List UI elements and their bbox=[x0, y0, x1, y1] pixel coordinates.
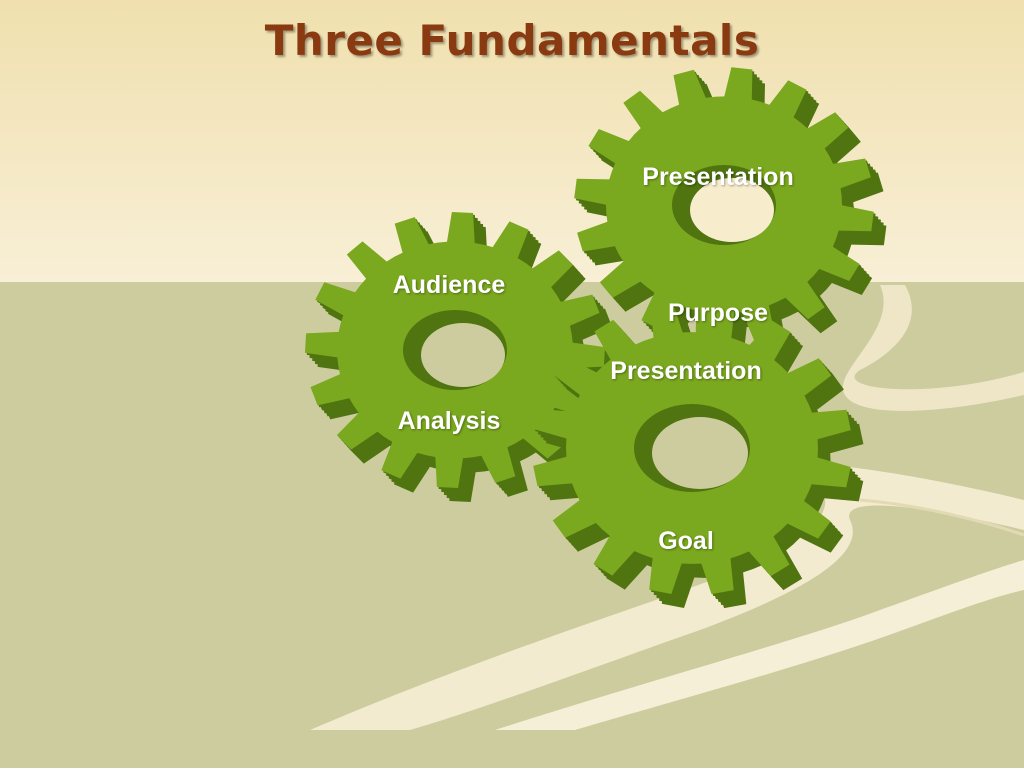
gear-left-top-label: Audience bbox=[392, 271, 506, 299]
gear-top-right bbox=[574, 67, 887, 357]
gear-left-bottom-label: Analysis bbox=[397, 407, 501, 435]
slide-title: Three Fundamentals bbox=[264, 16, 760, 65]
gear-top-right-top-label: Presentation bbox=[642, 163, 794, 191]
gear-front-bottom-label: Goal bbox=[658, 527, 714, 555]
gears-layer bbox=[305, 67, 887, 609]
gear-top-right-bottom-label: Purpose bbox=[667, 299, 769, 327]
gear-front-top-label: Presentation bbox=[610, 357, 762, 385]
gear-front bbox=[533, 301, 864, 609]
